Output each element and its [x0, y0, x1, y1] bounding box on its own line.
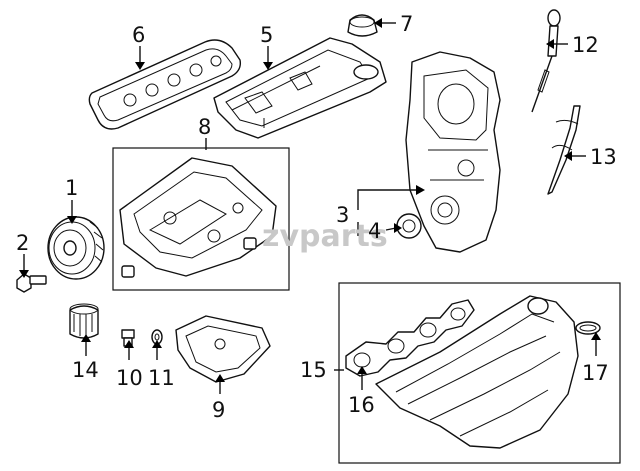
leader-3: [357, 189, 418, 210]
arrowhead-12: [546, 39, 554, 49]
arrowhead-16: [357, 366, 367, 374]
arrowhead-4: [394, 223, 402, 233]
arrowhead-10: [124, 340, 134, 348]
arrowhead-13: [564, 151, 572, 161]
arrowhead-11: [152, 340, 162, 348]
callout-14: 14: [72, 358, 99, 382]
callout-7: 7: [400, 12, 413, 36]
valve-cover[interactable]: [213, 37, 387, 139]
intake-manifold-gasket[interactable]: [345, 299, 475, 377]
callout-6: 6: [132, 23, 145, 47]
watermark-text: zvparts: [262, 219, 388, 254]
arrowhead-3: [416, 185, 425, 195]
crankshaft-pulley[interactable]: [47, 216, 105, 280]
throttle-body-gasket[interactable]: [575, 321, 601, 335]
callout-16: 16: [348, 393, 375, 417]
arrowhead-5: [263, 62, 273, 70]
callout-5: 5: [260, 23, 273, 47]
dipstick-tube[interactable]: [547, 105, 581, 195]
callout-9: 9: [212, 398, 225, 422]
arrowhead-17: [591, 332, 601, 340]
callout-2: 2: [16, 231, 29, 255]
oil-pan-upper-frame: [112, 147, 290, 291]
callout-12: 12: [572, 33, 599, 57]
oil-dipstick[interactable]: [531, 9, 561, 113]
intake-manifold[interactable]: [375, 295, 579, 449]
callout-1: 1: [65, 176, 78, 200]
arrowhead-7: [374, 18, 382, 28]
intake-manifold-frame: [338, 282, 621, 464]
arrowhead-1: [67, 216, 77, 224]
arrowhead-14: [81, 334, 91, 342]
callout-15: 15: [300, 358, 327, 382]
callout-10: 10: [116, 366, 143, 390]
oil-filter[interactable]: [69, 303, 99, 339]
callout-3: 3: [336, 203, 349, 227]
arrowhead-6: [135, 62, 145, 70]
lower-oil-pan[interactable]: [175, 315, 271, 383]
oil-filler-cap[interactable]: [347, 14, 378, 37]
callout-4: 4: [368, 219, 381, 243]
arrowhead-2: [19, 270, 29, 278]
valve-cover-gasket[interactable]: [88, 39, 242, 130]
arrowhead-9: [215, 374, 225, 382]
callout-11: 11: [148, 366, 175, 390]
front-crankshaft-seal[interactable]: [396, 213, 422, 239]
callout-13: 13: [590, 145, 617, 169]
upper-oil-pan[interactable]: [119, 157, 277, 278]
crankshaft-pulley-bolt[interactable]: [16, 273, 47, 293]
callout-17: 17: [582, 361, 609, 385]
timing-chain-cover[interactable]: [405, 51, 501, 253]
callout-8: 8: [198, 115, 211, 139]
